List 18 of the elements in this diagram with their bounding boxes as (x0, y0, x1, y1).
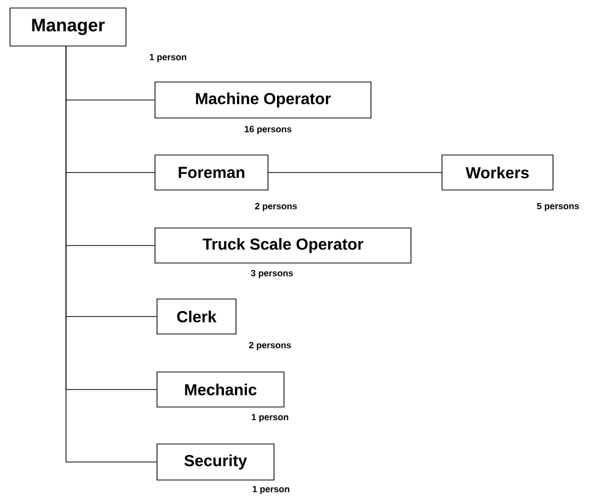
staff-count: 2 persons (249, 342, 291, 350)
role-box: Mechanic (156, 372, 284, 408)
role-box: Clerk (156, 298, 236, 334)
staff-count: 2 persons (255, 202, 297, 212)
connector-line (268, 172, 442, 173)
role-box: Security (156, 444, 274, 480)
staff-count: 16 persons (244, 126, 292, 134)
staff-count: 5 persons (537, 202, 579, 212)
role-box: Machine Operator (154, 82, 372, 118)
role-box: Foreman (154, 154, 268, 190)
role-box: Manager (10, 8, 126, 46)
staff-count: 1 person (252, 486, 290, 494)
staff-count: 3 persons (250, 270, 293, 278)
role-box: Truck Scale Operator (154, 228, 412, 264)
role-box: Workers (442, 154, 554, 190)
staff-count: 1 person (252, 414, 288, 422)
staff-count: 1 person (150, 54, 186, 62)
connector-line (66, 46, 157, 462)
